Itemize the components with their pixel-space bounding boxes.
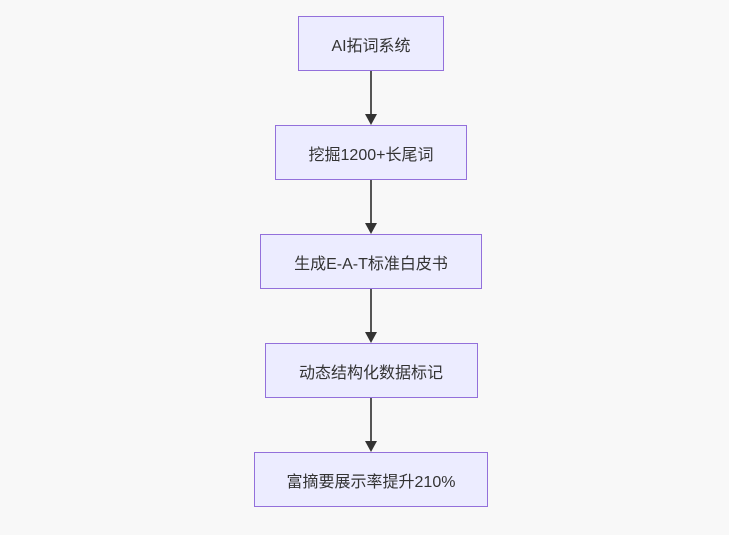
flow-node-rich-snippet-result: 富摘要展示率提升210% [254, 452, 488, 507]
arrow-line [370, 180, 372, 223]
arrow-head-icon [365, 332, 377, 343]
arrow-down-3 [365, 289, 377, 343]
flow-node-ai-keyword-system: AI拓词系统 [298, 16, 444, 71]
arrow-down-1 [365, 71, 377, 125]
arrow-head-icon [365, 223, 377, 234]
flow-node-eat-whitepaper: 生成E-A-T标准白皮书 [260, 234, 482, 289]
flow-node-structured-data-markup: 动态结构化数据标记 [264, 343, 478, 398]
flow-node-label: 动态结构化数据标记 [298, 364, 443, 382]
flow-node-label: 生成E-A-T标准白皮书 [294, 255, 448, 273]
arrow-head-icon [365, 114, 377, 125]
flow-node-longtail-mining: 挖掘1200+长尾词 [275, 125, 467, 180]
arrow-line [370, 289, 372, 332]
arrow-head-icon [365, 441, 377, 452]
arrow-down-4 [365, 398, 377, 452]
arrow-line [370, 398, 372, 441]
flow-node-label: 富摘要展示率提升210% [286, 473, 456, 491]
arrow-down-2 [365, 180, 377, 234]
flow-node-label: 挖掘1200+长尾词 [308, 146, 434, 164]
flow-node-label: AI拓词系统 [331, 37, 411, 55]
arrow-line [370, 71, 372, 114]
flowchart: AI拓词系统 挖掘1200+长尾词 生成E-A-T标准白皮书 动态结构化数据标记 [254, 16, 488, 507]
